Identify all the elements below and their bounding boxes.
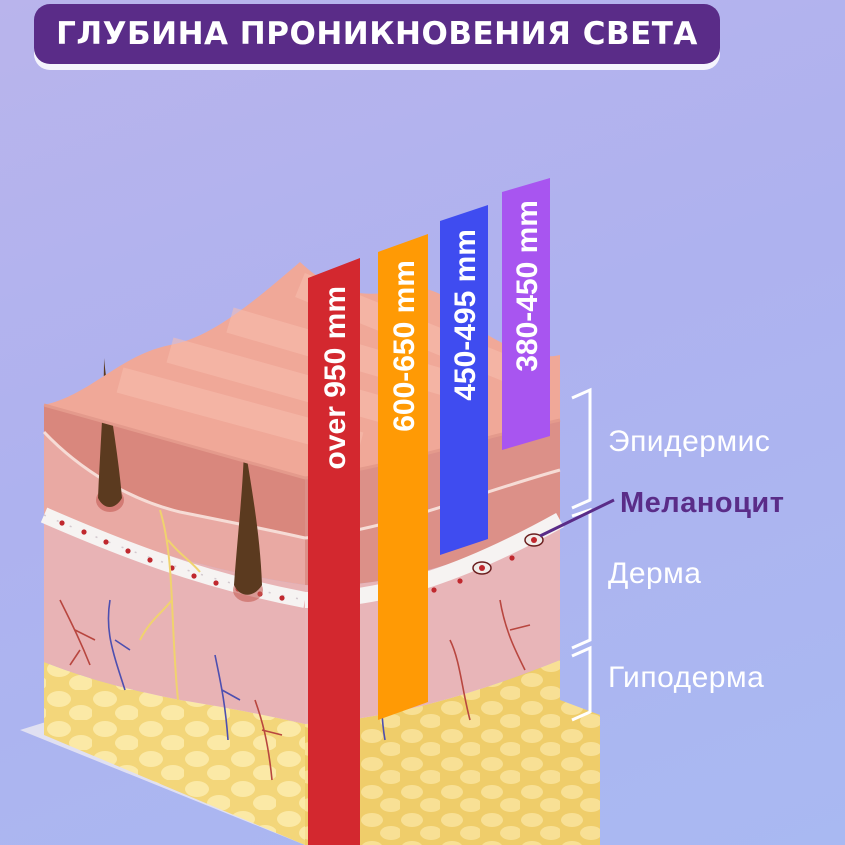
- wavelength-band-label: over 950 mm: [319, 286, 352, 469]
- wavelength-band: 450-495 mm: [440, 205, 488, 555]
- dermis-front: [44, 515, 305, 724]
- label-epidermis: Эпидермис: [608, 425, 771, 458]
- wavelength-band: 380-450 mm: [502, 178, 550, 450]
- label-hypodermis: Гиподерма: [608, 661, 765, 694]
- hypodermis-front: [44, 662, 305, 845]
- blood-vessel-front: [40, 507, 307, 608]
- wavelength-band-bar: [440, 205, 488, 555]
- melanocyte-pointer: [539, 498, 615, 538]
- wavelength-band-label: 450-495 mm: [449, 229, 482, 401]
- wavelength-band-bar: [502, 178, 550, 450]
- wavelength-band-bar: [378, 234, 428, 720]
- hypodermis-side: [305, 660, 600, 845]
- wavelength-band: 600-650 mm: [378, 234, 428, 720]
- label-dermis: Дерма: [608, 557, 702, 590]
- label-melanocyte: Меланоцит: [620, 487, 785, 519]
- page-title: ГЛУБИНА ПРОНИКНОВЕНИЯ СВЕТА: [56, 16, 698, 52]
- side-face: [304, 420, 600, 845]
- layer-brackets: [571, 387, 592, 722]
- wavelength-band-label: 600-650 mm: [388, 260, 421, 432]
- wavelength-bands: over 950 mm 600-650 mm 450-495 mm 380-450 m…: [308, 178, 550, 845]
- wavelength-band-label: 380-450 mm: [511, 200, 544, 372]
- wavelength-band-bar: [308, 258, 360, 845]
- title-banner: ГЛУБИНА ПРОНИКНОВЕНИЯ СВЕТА: [34, 4, 720, 64]
- wavelength-band: over 950 mm: [308, 258, 360, 845]
- skin-top: [44, 262, 560, 478]
- nerve-front: [139, 509, 201, 701]
- capillaries-front: [59, 599, 283, 781]
- front-face: [40, 358, 307, 845]
- dermis-side: [305, 520, 560, 724]
